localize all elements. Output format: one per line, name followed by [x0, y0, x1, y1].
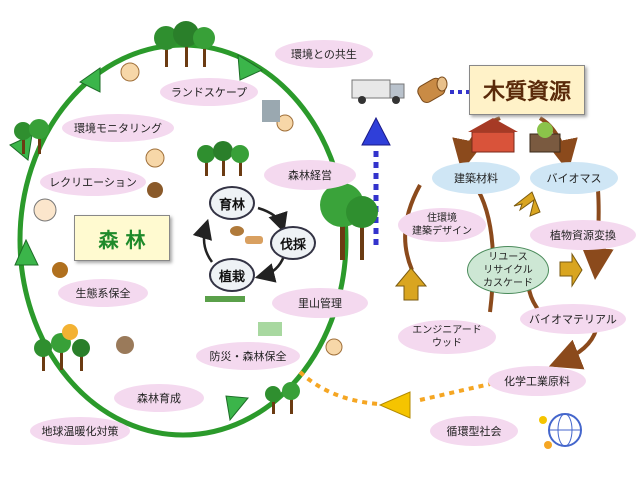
label-biomaterial: バイオマテリアル	[529, 313, 617, 326]
bubble-monitoring: 環境モニタリング	[62, 114, 174, 142]
label-landscape: ランドスケープ	[170, 86, 248, 99]
shokusai-node: 植栽	[209, 258, 255, 292]
tree-cluster-left	[14, 119, 49, 154]
character-icons	[33, 62, 343, 356]
bubble-biomass: バイオマス	[530, 162, 618, 194]
child-icon-mid	[145, 148, 165, 168]
forest-title: 森 林	[98, 227, 146, 252]
bubble-ondanka: 地球温暖化対策	[30, 417, 130, 445]
yellow-arrow-up	[394, 267, 428, 301]
label-recreation: レクリエーション	[49, 176, 137, 189]
label-kankyo-kyosei: 環境との共生	[291, 48, 357, 61]
truck-icon	[351, 79, 405, 104]
bubble-jukankyo: 住環境 建築デザイン	[398, 208, 486, 242]
label-kenchiku: 建築材料	[454, 172, 498, 185]
bubble-engineered: エンジニアード ウッド	[398, 320, 496, 354]
bubble-kagaku: 化学工業原料	[488, 366, 586, 396]
forest-title-box: 森 林	[74, 215, 170, 261]
fox-icon	[62, 324, 78, 340]
bubble-kenchiku: 建築材料	[432, 162, 520, 194]
orange-dotted-line-2	[419, 382, 491, 402]
label-shinrin-keiei: 森林経営	[288, 169, 332, 182]
bubble-recreation: レクリエーション	[40, 168, 146, 196]
green-arrow-bottom	[225, 395, 249, 422]
wood-title-box: 木質資源	[469, 65, 585, 115]
wood-title: 木質資源	[482, 80, 571, 105]
city-icon	[262, 100, 280, 122]
tree-cluster-mid	[197, 141, 249, 176]
grandma-icon	[33, 198, 57, 222]
cut-log-icon	[245, 236, 263, 244]
rabbit-icon	[116, 336, 134, 354]
blue-up-arrow	[361, 116, 391, 146]
worker-icon	[276, 114, 294, 132]
bubble-biomaterial: バイオマテリアル	[520, 304, 626, 334]
bubble-junkan: 循環型社会	[430, 416, 518, 446]
bubble-seitaikei: 生態系保全	[58, 279, 148, 307]
bubble-shinrin-keiei: 森林経営	[264, 160, 356, 190]
ikurin-label: 育林	[218, 197, 245, 213]
label-monitoring: 環境モニタリング	[74, 122, 162, 135]
bubble-shinrin-ikusei: 森林育成	[114, 384, 204, 412]
log-icon	[417, 76, 448, 103]
tree-big-center	[320, 183, 378, 260]
ikurin-node: 育林	[209, 186, 255, 220]
bubble-kankyo-kyosei: 環境との共生	[275, 40, 373, 68]
label-shokubutsu: 植物資源変換	[550, 229, 616, 242]
label-shinrin-ikusei: 森林育成	[137, 392, 181, 405]
sapling-icon	[258, 322, 282, 336]
bubble-shokubutsu: 植物資源変換	[530, 220, 636, 250]
bassai-label: 伐採	[279, 237, 306, 253]
green-arrow-upper-left	[9, 134, 33, 161]
green-arrow-top-right	[237, 54, 264, 81]
label-seitaikei: 生態系保全	[75, 287, 131, 300]
mushroom-icon	[230, 226, 244, 236]
bubble-satoyama: 里山管理	[272, 288, 368, 318]
bubble-reuse: リユース リサイクル カスケード	[467, 246, 549, 294]
label-kagaku: 化学工業原料	[504, 375, 570, 388]
tree-cluster-top	[154, 21, 215, 67]
orange-left-arrow	[378, 391, 411, 419]
label-biomass: バイオマス	[546, 172, 602, 185]
bassai-node: 伐採	[270, 226, 316, 260]
green-arrow-left	[14, 238, 39, 266]
green-cycle-arrows	[9, 54, 264, 422]
globe-icon	[539, 413, 582, 449]
orange-dotted-line	[298, 370, 379, 406]
yellow-arrow-upright	[513, 191, 541, 217]
tree-cluster-bottom	[265, 382, 300, 414]
monkey-icon	[52, 262, 68, 278]
bubble-bosai: 防災・森林保全	[196, 342, 300, 370]
seedling-row	[205, 296, 245, 302]
biomass-plant-icon	[529, 122, 561, 153]
yellow-arrows	[394, 191, 583, 301]
label-jukankyo: 住環境 建築デザイン	[412, 213, 472, 237]
label-engineered: エンジニアード ウッド	[412, 325, 482, 349]
chestnut-icon	[147, 182, 163, 198]
yellow-arrow-right	[559, 252, 583, 288]
green-arrow-top-left	[79, 67, 101, 93]
shokusai-label: 植栽	[218, 269, 245, 285]
label-reuse: リユース リサイクル カスケード	[483, 251, 533, 289]
label-satoyama: 里山管理	[298, 297, 342, 310]
building-icon	[468, 118, 518, 153]
label-ondanka: 地球温暖化対策	[41, 425, 119, 438]
bubble-landscape: ランドスケープ	[160, 78, 258, 106]
label-junkan: 循環型社会	[446, 425, 502, 438]
label-bosai: 防災・森林保全	[209, 350, 287, 363]
child-icon-top	[120, 62, 140, 82]
bee-child-icon	[325, 338, 343, 356]
